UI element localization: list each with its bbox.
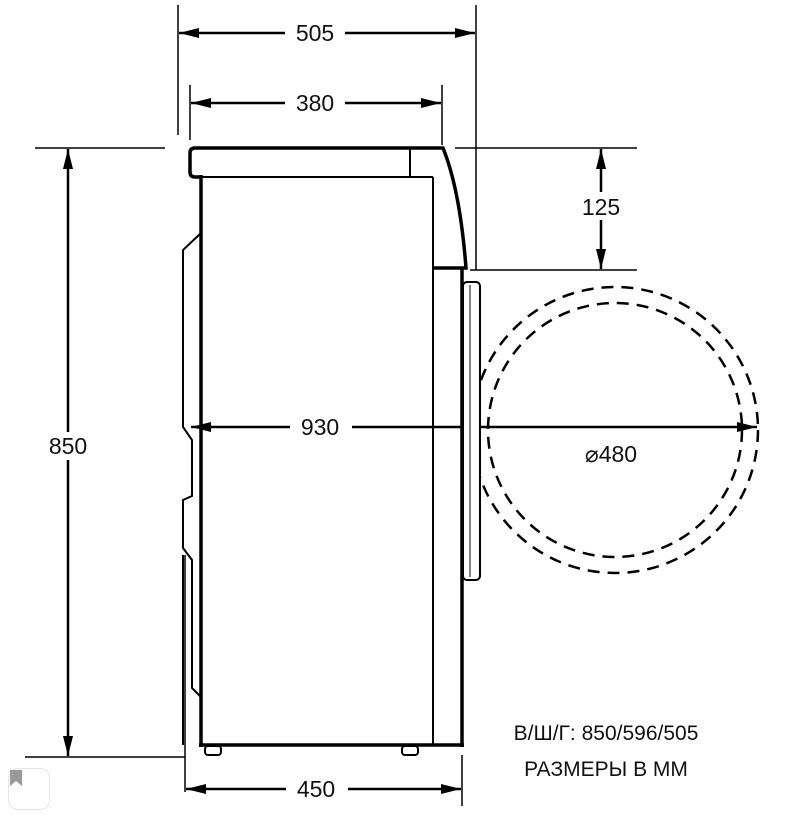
dim-505-label: 505	[296, 20, 334, 46]
door-swing-circles	[470, 285, 760, 575]
dim-380-label: 380	[296, 90, 334, 116]
hwd-note: В/Ш/Г: 850/596/505	[514, 722, 699, 745]
machine-outline	[182, 146, 481, 756]
dim-450-label: 450	[297, 776, 335, 802]
dimension-labels: 505 380 850 125 930 ⌀480 450 В/Ш/Г: 850/…	[40, 20, 698, 803]
dim-door-diameter-label: ⌀480	[585, 441, 637, 467]
bookmark-icon	[10, 770, 22, 786]
dim-930-label: 930	[301, 414, 339, 440]
dim-125-label: 125	[582, 194, 620, 220]
foot-right	[401, 745, 419, 756]
foot-left	[204, 745, 222, 756]
bookmark-button[interactable]	[8, 768, 50, 810]
extension-lines	[25, 5, 637, 806]
dim-850-label: 850	[49, 433, 87, 459]
units-note: РАЗМЕРЫ В ММ	[524, 758, 688, 781]
